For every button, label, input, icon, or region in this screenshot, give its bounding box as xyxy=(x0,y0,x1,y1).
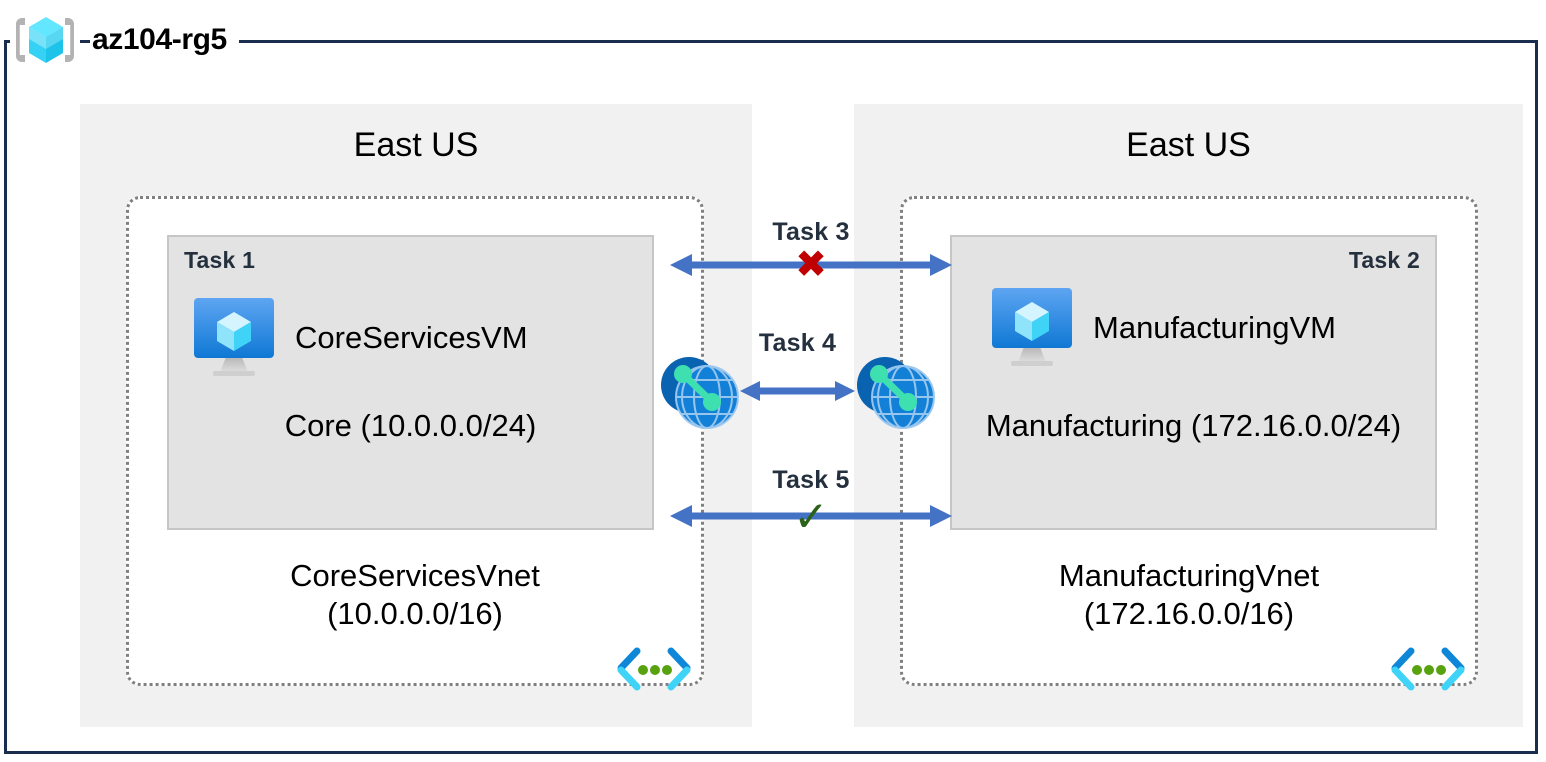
status-cross-icon: ✖ xyxy=(795,244,827,286)
virtual-machine-icon xyxy=(992,288,1072,366)
vm-name-manufacturing: ManufacturingVM xyxy=(1093,310,1336,345)
status-check-icon: ✓ xyxy=(793,493,829,540)
resource-group-header: az104-rg5 xyxy=(10,8,239,72)
vnet-label-manufacturing: ManufacturingVnet (172.16.0.0/16) xyxy=(903,557,1475,633)
subnet-manufacturing[interactable]: Task 2 ManufacturingVM Manufacturing (17… xyxy=(950,235,1437,530)
vm-name-core-services: CoreServicesVM xyxy=(295,320,528,355)
subnet-label-manufacturing: Manufacturing (172.16.0.0/24) xyxy=(952,407,1435,445)
region-label-left: East US xyxy=(353,126,479,164)
resource-group-name: az104-rg5 xyxy=(90,25,239,55)
subnet-cidr-manufacturing: (172.16.0.0/24) xyxy=(1190,408,1402,443)
connector-label-task5: Task 5 xyxy=(772,466,850,494)
subnet-core[interactable]: Task 1 CoreServicesVM Core (10.0.0.0/24) xyxy=(167,235,654,530)
vnet-label-core-services: CoreServicesVnet (10.0.0.0/16) xyxy=(129,557,701,633)
bracket-right-decor xyxy=(65,18,74,62)
double-arrow-task5 xyxy=(670,505,952,527)
vm-row-core: CoreServicesVM xyxy=(189,295,528,381)
task-tag-1: Task 1 xyxy=(184,247,256,273)
vnet-name-manufacturing: ManufacturingVnet xyxy=(1058,558,1320,593)
vnet-peering-icon xyxy=(661,357,739,429)
vnet-peering-icon xyxy=(857,357,935,429)
subnet-name-manufacturing: Manufacturing xyxy=(985,408,1183,443)
vnet-name-core-services: CoreServicesVnet xyxy=(290,558,540,593)
vnet-cidr-core-services: (10.0.0.0/16) xyxy=(327,595,503,631)
double-arrow-task4 xyxy=(740,381,855,401)
bracket-left-decor xyxy=(16,18,25,62)
virtual-network-icon xyxy=(1391,647,1465,691)
task-tag-2: Task 2 xyxy=(1348,247,1420,273)
virtual-network-icon xyxy=(617,647,691,691)
vm-row-manufacturing: ManufacturingVM xyxy=(987,285,1336,371)
subnet-name-core: Core xyxy=(284,408,352,443)
virtual-machine-icon xyxy=(194,298,274,376)
vnet-cidr-manufacturing: (172.16.0.0/16) xyxy=(1083,595,1295,631)
connector-label-task3: Task 3 xyxy=(772,218,850,246)
region-label-right: East US xyxy=(1126,126,1251,164)
resource-group-cube-icon xyxy=(10,9,80,71)
double-arrow-task3 xyxy=(670,254,952,276)
connector-label-task4: Task 4 xyxy=(758,329,837,357)
subnet-label-core: Core (10.0.0.0/24) xyxy=(169,407,652,445)
subnet-cidr-core: (10.0.0.0/24) xyxy=(360,408,537,443)
